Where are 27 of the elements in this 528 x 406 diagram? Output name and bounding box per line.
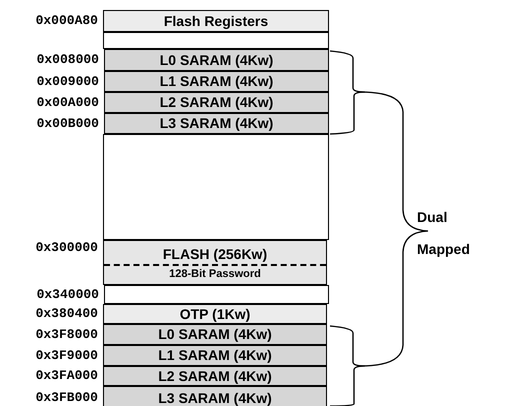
memory-block-label: L3 SARAM (4Kw): [157, 390, 273, 404]
memory-block-label: L0 SARAM (4Kw): [157, 327, 273, 341]
memory-block-label: L2 SARAM (4Kw): [158, 95, 274, 109]
memory-block-label: OTP (1Kw): [178, 306, 252, 320]
memory-block-label: L2 SARAM (4Kw): [157, 368, 273, 382]
memory-block-label: Flash Registers: [162, 14, 270, 28]
memory-block-note: 128-Bit Password: [168, 269, 262, 280]
empty-memory-block: [103, 32, 329, 49]
address-label: 0x340000: [36, 288, 99, 301]
address-label: 0x00B000: [36, 116, 99, 130]
memory-block-label: L1 SARAM (4Kw): [158, 74, 274, 88]
memory-block-label: L3 SARAM (4Kw): [158, 116, 274, 130]
address-label: 0x300000: [36, 241, 98, 254]
address-label: 0x008000: [36, 53, 99, 66]
brace-label: Dual Mapped: [417, 208, 471, 259]
address-label: 0x00A000: [36, 96, 99, 108]
empty-memory-block: [103, 134, 329, 240]
address-label: 0x000A80: [36, 14, 98, 27]
address-label: 0x3FB000: [36, 391, 98, 404]
memory-block-label: FLASH (256Kw): [162, 247, 268, 261]
memory-block-label: L0 SARAM (4Kw): [158, 52, 274, 66]
address-label: 0x009000: [36, 74, 99, 88]
address-label: 0x3FA000: [36, 369, 98, 382]
address-label: 0x380400: [36, 307, 98, 320]
address-label: 0x3F8000: [36, 328, 98, 340]
memory-block-label: L1 SARAM (4Kw): [157, 348, 273, 362]
address-label: 0x3F9000: [36, 348, 98, 362]
